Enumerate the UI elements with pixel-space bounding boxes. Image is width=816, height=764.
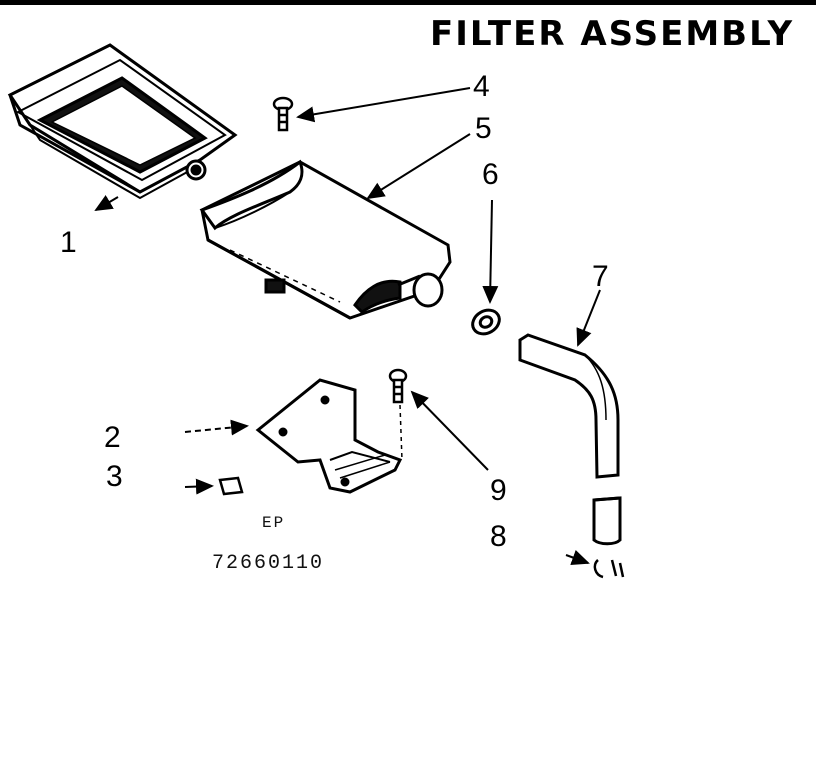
leader-4 — [296, 87, 471, 123]
leader-5 — [366, 133, 471, 200]
leader-2 — [184, 419, 249, 436]
part-8-fitting — [592, 496, 625, 579]
part-2-bracket — [255, 378, 403, 494]
part-9-screw — [388, 368, 408, 461]
callout-7: 7 — [592, 260, 609, 293]
callout-2: 2 — [104, 421, 121, 454]
leader-3 — [184, 478, 214, 495]
callout-9: 9 — [490, 474, 507, 507]
diagram-title: FILTER ASSEMBLY — [430, 14, 795, 54]
part-5-filter-housing — [199, 159, 452, 320]
leader-8 — [565, 550, 590, 566]
top-rule — [0, 0, 816, 5]
leader-7 — [576, 289, 601, 347]
callout-6: 6 — [482, 158, 499, 191]
catalog-prefix: EP — [262, 514, 286, 532]
callout-4: 4 — [473, 70, 490, 103]
part-6-o-ring — [471, 308, 501, 336]
leader-9 — [410, 390, 489, 471]
catalog-number: 72660110 — [212, 552, 325, 575]
part-3-clip — [218, 476, 244, 496]
callout-8: 8 — [490, 520, 507, 553]
part-1-filter-cover — [7, 43, 238, 200]
callout-5: 5 — [475, 112, 492, 145]
callout-1: 1 — [60, 226, 77, 259]
leader-6 — [482, 199, 499, 304]
callout-3: 3 — [106, 460, 123, 493]
leader-lines — [94, 87, 601, 566]
part-4-screw — [272, 96, 294, 132]
leader-1 — [94, 194, 119, 212]
part-7-hose — [518, 333, 620, 479]
